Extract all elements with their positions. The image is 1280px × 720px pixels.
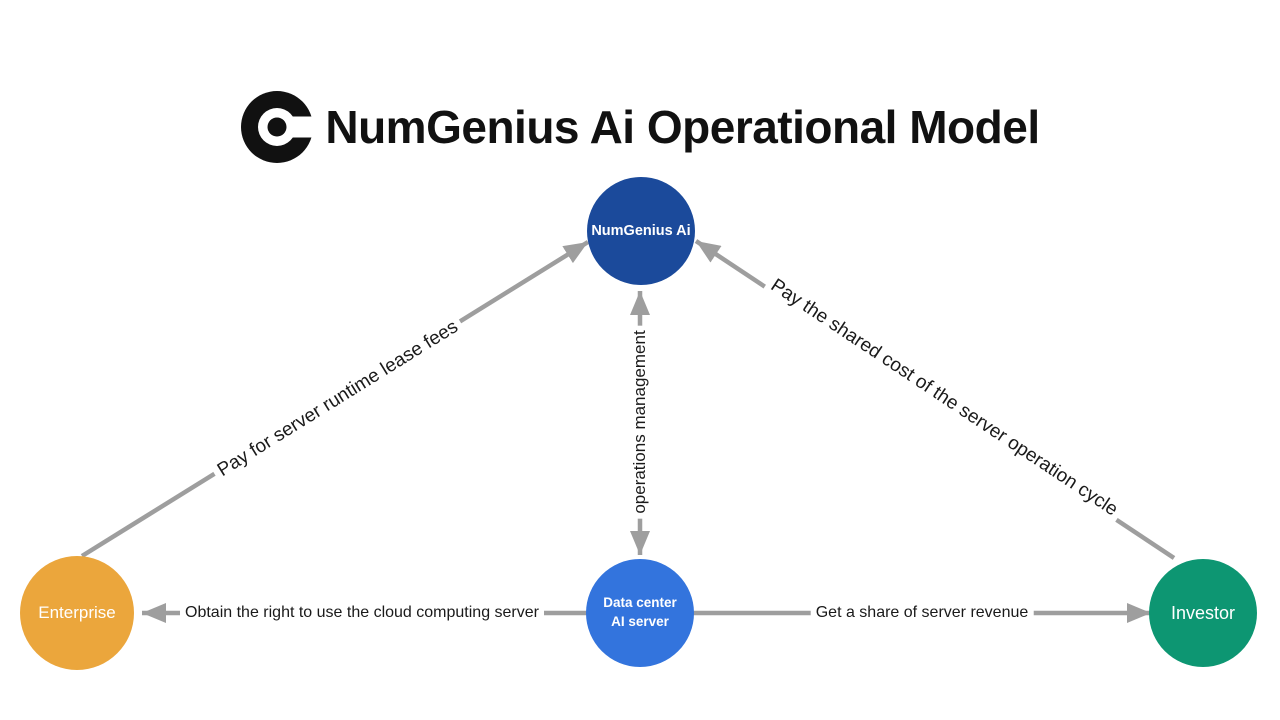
node-datacenter-label-line1: Data center — [603, 595, 677, 611]
node-investor-label: Investor — [1170, 602, 1236, 623]
edge-label-obtain-right: Obtain the right to use the cloud comput… — [180, 602, 544, 624]
node-datacenter-label-line2: AI server — [611, 614, 669, 629]
edge-label-share-of-revenue: Get a share of server revenue — [810, 602, 1034, 624]
node-datacenter-ai-server: Data center AI server — [586, 559, 694, 667]
node-investor: Investor — [1149, 559, 1257, 667]
page-title: NumGenius Ai Operational Model — [325, 101, 1040, 153]
node-enterprise: Enterprise — [20, 556, 134, 670]
node-numgenius-ai: NumGenius Ai — [587, 177, 695, 285]
node-enterprise-label: Enterprise — [38, 603, 116, 622]
title-row: NumGenius Ai Operational Model — [0, 88, 1280, 166]
node-numgenius-ai-label: NumGenius Ai — [591, 223, 691, 239]
numgenius-logo-icon — [241, 91, 315, 163]
edge-label-operations-management: operations management — [629, 325, 651, 519]
